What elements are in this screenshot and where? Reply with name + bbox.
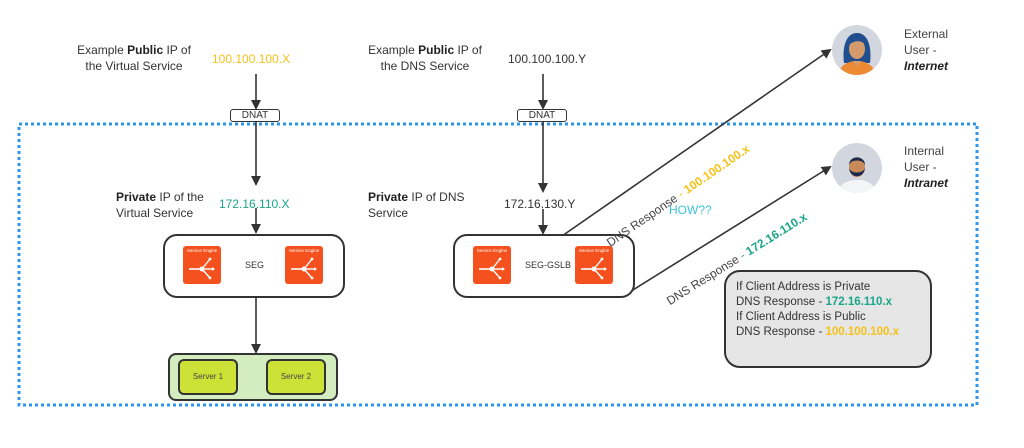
- service-engine-1[interactable]: Service Engine: [183, 246, 221, 284]
- dns-private-ip-label: Private IP of DNS Service: [368, 190, 465, 220]
- server-pool[interactable]: Server 1 Server 2: [168, 353, 338, 401]
- man-user-icon: [837, 157, 877, 193]
- how-question-label: HOW??: [669, 203, 712, 217]
- internal-user-label: Internal User - Intranet: [904, 144, 949, 190]
- note-line-3: If Client Address is Public: [736, 311, 866, 323]
- woman-user-icon: [838, 33, 876, 75]
- service-engine-label: Service Engine: [476, 248, 508, 253]
- service-engine-icon: [581, 257, 607, 280]
- service-engine-icon: [479, 257, 505, 280]
- service-engine-2[interactable]: Service Engine: [285, 246, 323, 284]
- server-2[interactable]: Server 2: [266, 359, 326, 395]
- note-line-4: DNS Response - 100.100.100.x: [736, 326, 900, 338]
- service-engine-icon: [189, 257, 215, 280]
- service-engine-gslb-2[interactable]: Service Engine: [575, 246, 613, 284]
- vs-dnat-box: DNAT: [230, 109, 280, 122]
- service-engine-gslb-1[interactable]: Service Engine: [473, 246, 511, 284]
- note-line-2: DNS Response - 172.16.110.x: [736, 296, 892, 308]
- note-line-1: If Client Address is Private: [736, 281, 871, 293]
- internal-network-boundary: [17, 122, 979, 407]
- vs-private-ip-label: Private IP of the Virtual Service: [116, 190, 204, 220]
- seg-name: SEG: [245, 260, 265, 270]
- seg-box[interactable]: Service Engine SEG Service Engine: [163, 234, 345, 298]
- vs-public-ip-label: Example Public IP of the Virtual Service: [77, 43, 191, 73]
- external-user-avatar: [832, 25, 882, 75]
- service-engine-icon: [291, 257, 317, 280]
- seg-gslb-name: SEG-GSLB: [525, 260, 572, 270]
- vs-public-ip: 100.100.100.X: [212, 52, 291, 66]
- dns-dnat-box: DNAT: [517, 109, 567, 122]
- arrow-response-external: [561, 48, 832, 237]
- dns-rule-note: If Client Address is Private DNS Respons…: [724, 270, 932, 368]
- external-user-label: External User - Internet: [904, 27, 949, 73]
- service-engine-label: Service Engine: [186, 248, 218, 253]
- internal-user-avatar: [832, 143, 882, 193]
- vs-private-ip: 172.16.110.X: [219, 197, 290, 211]
- server-1[interactable]: Server 1: [178, 359, 238, 395]
- dns-public-ip-label: Example Public IP of the DNS Service: [368, 43, 482, 73]
- arrow-response-internal: [627, 165, 832, 294]
- service-engine-label: Service Engine: [578, 248, 610, 253]
- service-engine-label: Service Engine: [288, 248, 320, 253]
- dns-public-ip: 100.100.100.Y: [508, 52, 587, 66]
- dns-private-ip: 172.16.130.Y: [504, 197, 576, 211]
- seg-gslb-box[interactable]: Service Engine SEG-GSLB Service Engine: [453, 234, 635, 298]
